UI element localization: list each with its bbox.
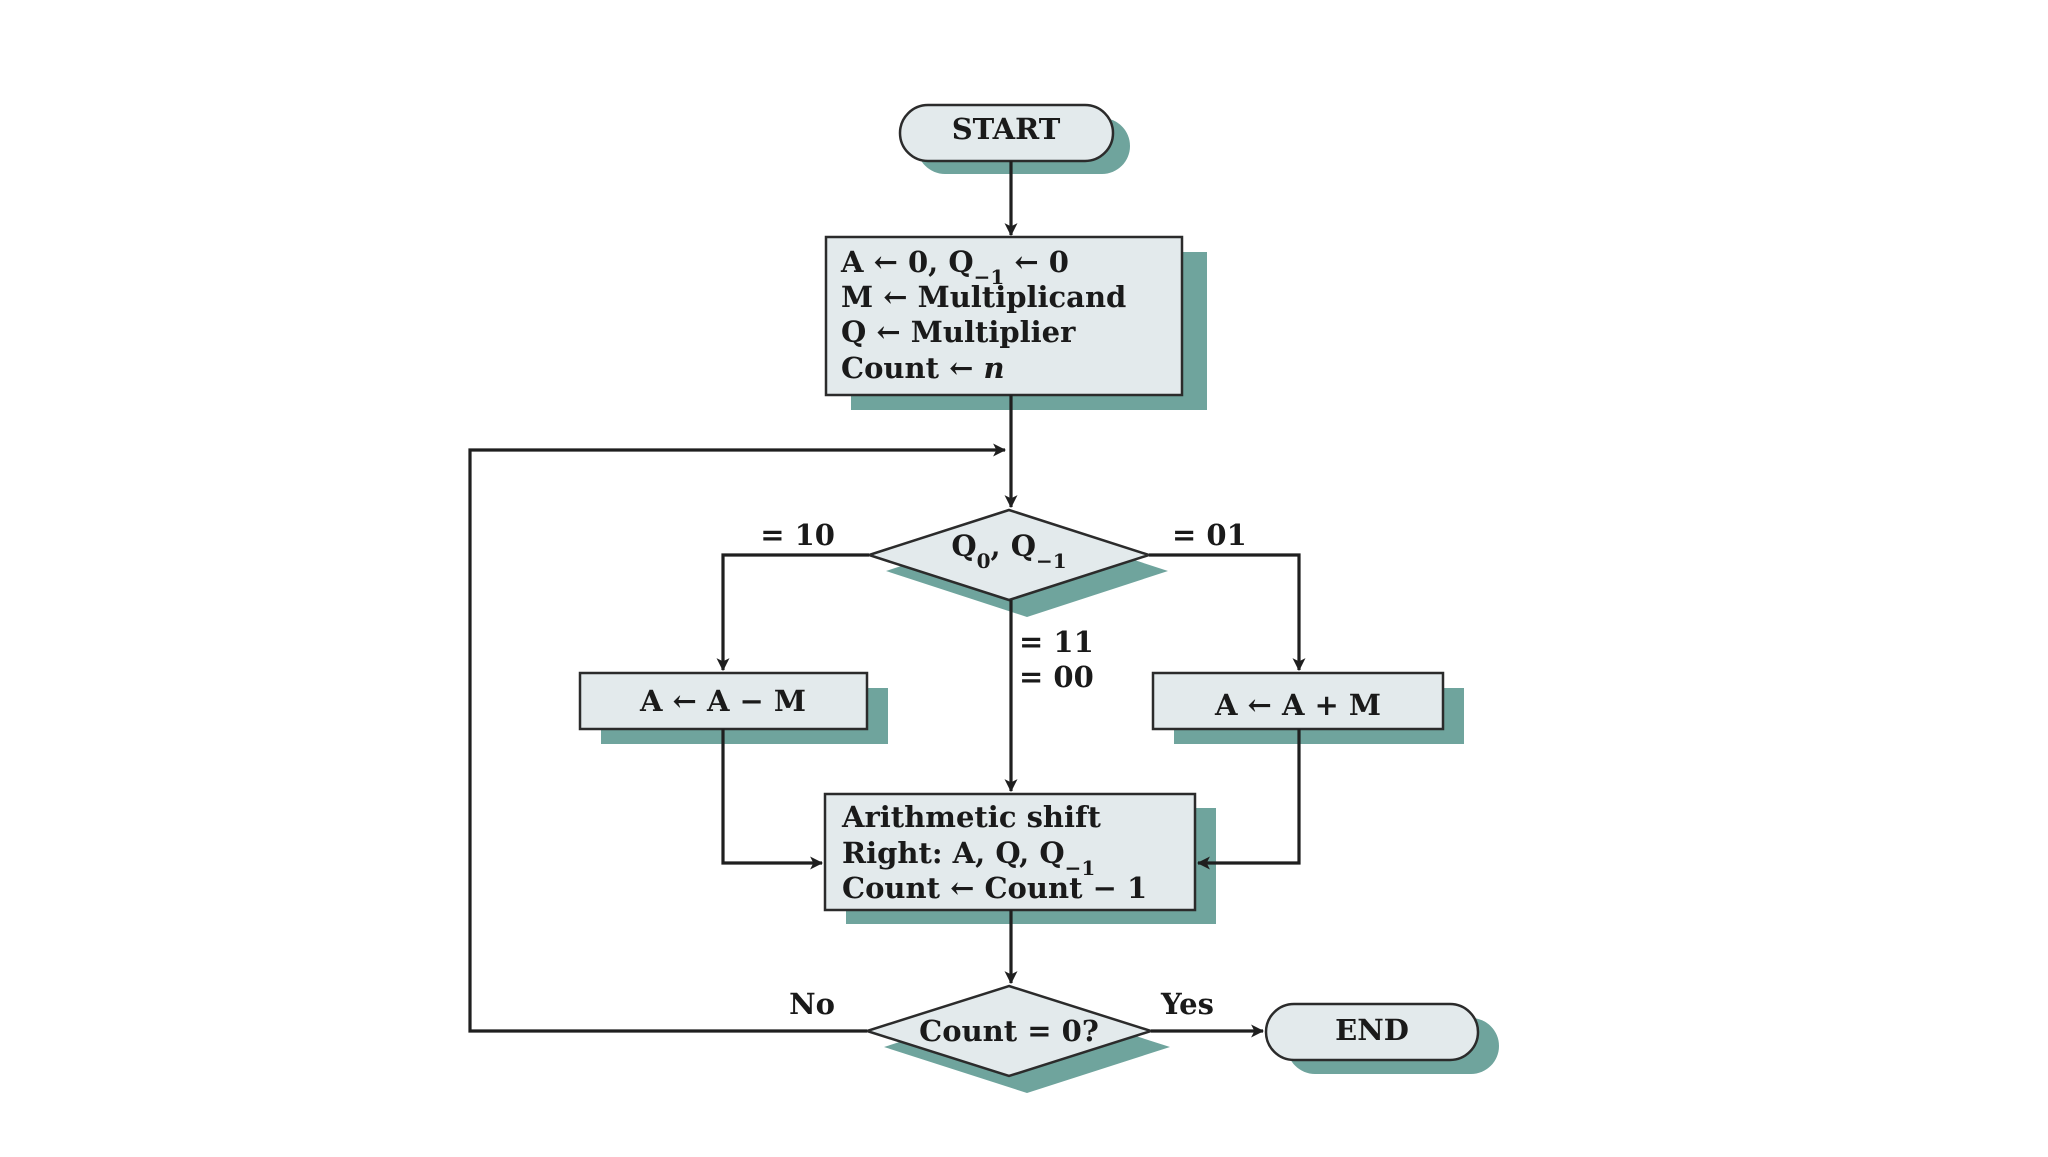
arrow-add-to-shift — [1196, 729, 1301, 870]
branch-label-01: = 01 — [1172, 518, 1247, 552]
arrow-loop-back — [468, 443, 1007, 1033]
init-line-3: Q ← Multiplier — [841, 315, 1076, 349]
init-line-4: Count ← n — [841, 351, 1005, 385]
subtract-box: A ← A − M — [578, 671, 888, 744]
branch-label-no: No — [789, 987, 835, 1021]
shift-line-1: Arithmetic shift — [841, 800, 1101, 834]
connectors — [468, 161, 1306, 1038]
branch-label-00: = 00 — [1019, 660, 1094, 694]
end-label: END — [1335, 1013, 1409, 1047]
start-label: START — [952, 112, 1061, 146]
branch-label-yes: Yes — [1160, 987, 1214, 1021]
add-label: A ← A + M — [1214, 688, 1381, 722]
shift-box: Arithmetic shift Right: A, Q, Q−1 Count … — [823, 792, 1216, 924]
init-box: A ← 0, Q−1 ← 0 M ← Multiplicand Q ← Mult… — [824, 235, 1207, 410]
arrow-subtract-to-shift — [721, 729, 824, 870]
branch-label-11: = 11 — [1019, 625, 1094, 659]
start-terminal: START — [898, 103, 1130, 174]
shift-line-3: Count ← Count − 1 — [842, 871, 1147, 905]
decision-count-zero: Count = 0? — [862, 984, 1170, 1093]
arrow-decision1-to-add — [1149, 553, 1306, 672]
shift-line-2: Right: A, Q, Q−1 — [842, 836, 1095, 880]
add-box: A ← A + M — [1151, 671, 1464, 744]
end-terminal: END — [1264, 1002, 1499, 1074]
decision2-label: Count = 0? — [919, 1014, 1099, 1048]
init-line-2: M ← Multiplicand — [841, 280, 1126, 314]
subtract-label: A ← A − M — [639, 684, 806, 718]
decision-q0-q-1: Q0, Q−1 — [864, 508, 1168, 617]
decision1-label: Q0, Q−1 — [951, 529, 1066, 573]
arrow-decision1-to-subtract — [716, 553, 869, 672]
branch-label-10: = 10 — [760, 518, 835, 552]
init-line-1: A ← 0, Q−1 ← 0 — [840, 245, 1069, 289]
